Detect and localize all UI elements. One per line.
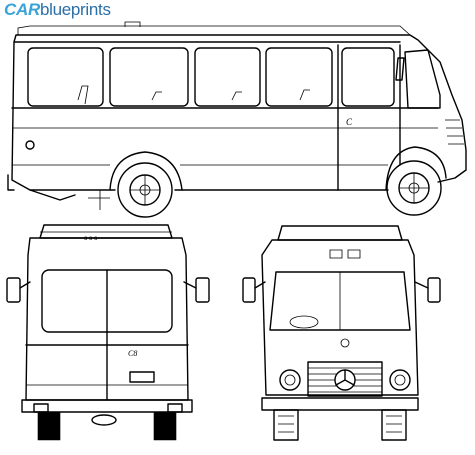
side-badge: C bbox=[346, 117, 353, 127]
side-window-2 bbox=[109, 47, 189, 107]
logo-blueprints-text: blueprints bbox=[39, 0, 111, 19]
side-mirror bbox=[395, 57, 405, 81]
side-rear-arch bbox=[109, 151, 183, 191]
front-left-tyre bbox=[273, 409, 299, 441]
rear-left-mirror bbox=[6, 277, 21, 303]
rear-badge: C8 bbox=[128, 349, 137, 358]
svg-text:o o o: o o o bbox=[84, 236, 98, 242]
rear-view: o o o C8 bbox=[6, 224, 210, 441]
side-door-window bbox=[341, 47, 395, 107]
side-fuel-cap bbox=[25, 140, 35, 150]
front-grille bbox=[307, 361, 383, 397]
side-window-3 bbox=[194, 47, 261, 107]
front-left-headlight bbox=[279, 369, 301, 391]
side-window-4 bbox=[265, 47, 333, 107]
front-roof-rack bbox=[277, 225, 403, 241]
front-bumper bbox=[261, 397, 419, 411]
rear-right-mirror bbox=[195, 277, 210, 303]
front-cab-outline bbox=[261, 239, 419, 396]
side-front-arch bbox=[385, 146, 447, 191]
side-windscreen bbox=[404, 49, 441, 109]
front-right-mirror bbox=[427, 277, 441, 303]
side-rear-step bbox=[7, 174, 76, 201]
side-view: C bbox=[7, 21, 467, 218]
rear-left-lamp bbox=[33, 403, 49, 413]
side-roof-edge bbox=[17, 25, 411, 36]
front-view bbox=[242, 225, 441, 441]
rear-tow-hitch bbox=[91, 414, 117, 426]
rear-bumper bbox=[21, 399, 193, 413]
rear-right-lamp bbox=[167, 403, 183, 413]
rear-plate bbox=[129, 371, 155, 383]
front-right-headlight bbox=[389, 369, 411, 391]
side-rear-wheel bbox=[117, 162, 173, 218]
front-left-mirror bbox=[242, 277, 256, 303]
front-steering-wheel bbox=[289, 315, 319, 329]
carblueprints-logo: CARblueprints bbox=[4, 0, 111, 20]
front-right-tyre bbox=[381, 409, 407, 441]
front-hood-badge bbox=[340, 338, 350, 348]
front-windscreen bbox=[269, 271, 411, 331]
side-door-frame bbox=[337, 44, 401, 191]
side-body-outline bbox=[11, 34, 467, 191]
rear-left-mudflap bbox=[37, 411, 61, 441]
rear-right-mudflap bbox=[153, 411, 177, 441]
side-front-wheel bbox=[386, 160, 442, 216]
logo-car-text: CAR bbox=[4, 0, 40, 19]
side-window-1 bbox=[27, 47, 104, 107]
rear-roof-rack bbox=[39, 224, 173, 239]
